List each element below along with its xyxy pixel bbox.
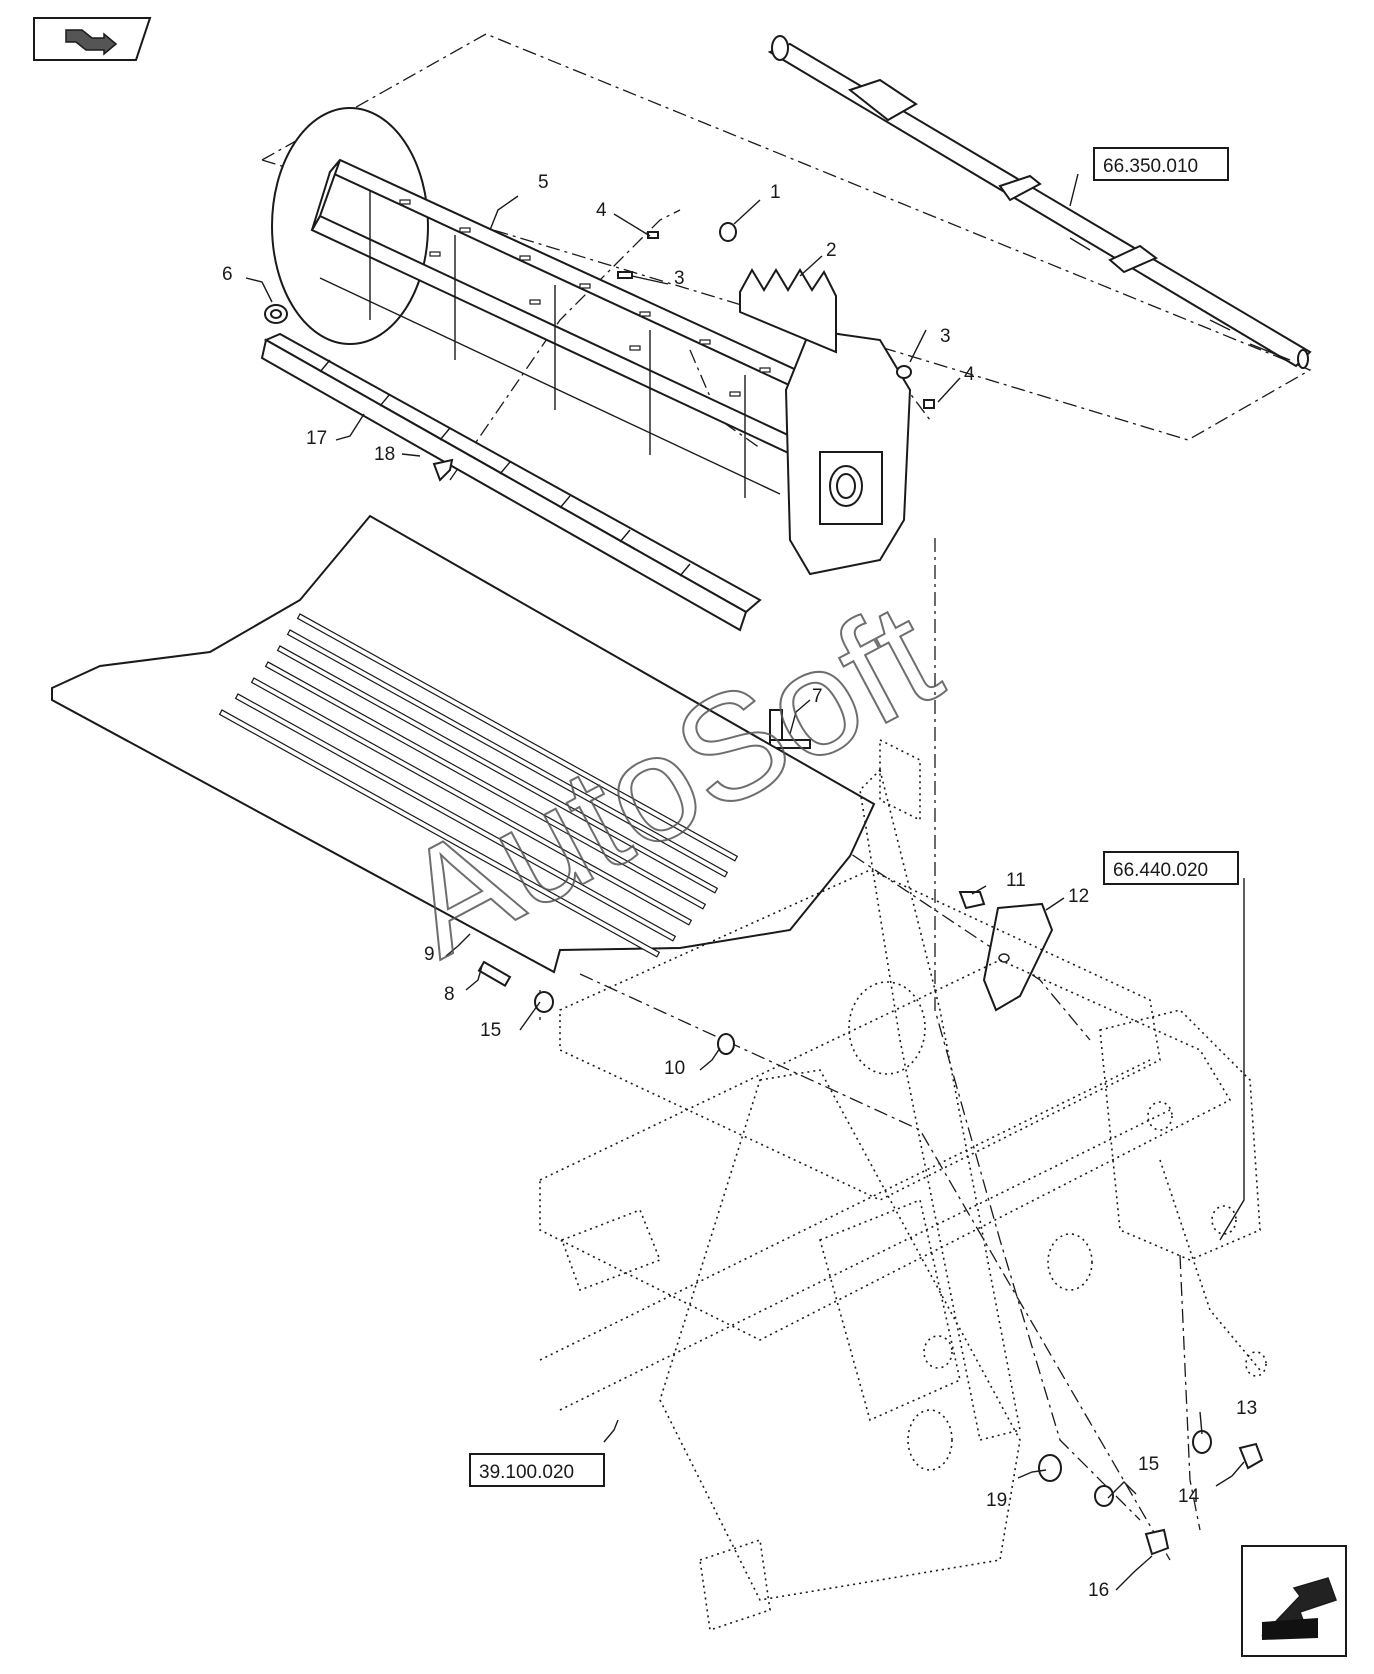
callout-4-right: 4 [964,364,975,385]
ref-box-frame[interactable]: 39.100.020 [469,1453,605,1487]
ref-label-pivot: 66.440.020 [1113,860,1208,881]
callout-15-left: 15 [480,1020,501,1041]
callout-4-upper: 4 [596,200,607,221]
callout-7: 7 [812,686,823,707]
plate-part-12[interactable] [982,902,1054,1012]
drum-slots [399,199,771,397]
knife-part-2[interactable] [739,267,837,354]
callouts: 1 2 3 3 4 4 5 6 7 8 9 10 11 12 13 14 15 … [222,172,1257,1601]
callout-2: 2 [826,240,837,261]
bearing-part-6[interactable] [264,304,288,324]
assembly-lines [261,33,1312,1561]
concave-part-9[interactable] [51,514,876,974]
rotor-drum[interactable] [271,107,912,576]
ref-label-shaft: 66.350.010 [1103,156,1198,177]
callout-5: 5 [538,172,549,193]
leader-lines [245,173,1245,1591]
callout-9: 9 [424,944,435,965]
knife-bar-part-17[interactable] [260,332,762,632]
ref-label-frame: 39.100.020 [479,1462,574,1483]
concave-slots [218,613,739,958]
callout-12: 12 [1068,886,1089,907]
callout-16: 16 [1088,1580,1109,1601]
callout-6: 6 [222,264,233,285]
chassis-frame [539,738,1267,1632]
forward-arrow-icon[interactable] [33,17,152,61]
callout-1: 1 [770,182,781,203]
callout-3-right: 3 [940,326,951,347]
callout-14: 14 [1178,1486,1200,1507]
callout-19: 19 [986,1490,1007,1511]
callout-11: 11 [1006,870,1026,891]
callout-10: 10 [664,1058,685,1079]
callout-13: 13 [1236,1398,1257,1419]
callout-8: 8 [444,984,455,1005]
drive-shaft[interactable] [767,35,1312,369]
callout-3-upper: 3 [674,268,685,289]
ref-box-shaft[interactable]: 66.350.010 [1093,147,1229,181]
callout-18: 18 [374,444,395,465]
ref-box-pivot[interactable]: 66.440.020 [1103,851,1239,885]
callout-15-right: 15 [1138,1454,1159,1475]
callout-17: 17 [306,428,327,449]
back-arrow-icon[interactable] [1241,1545,1347,1657]
